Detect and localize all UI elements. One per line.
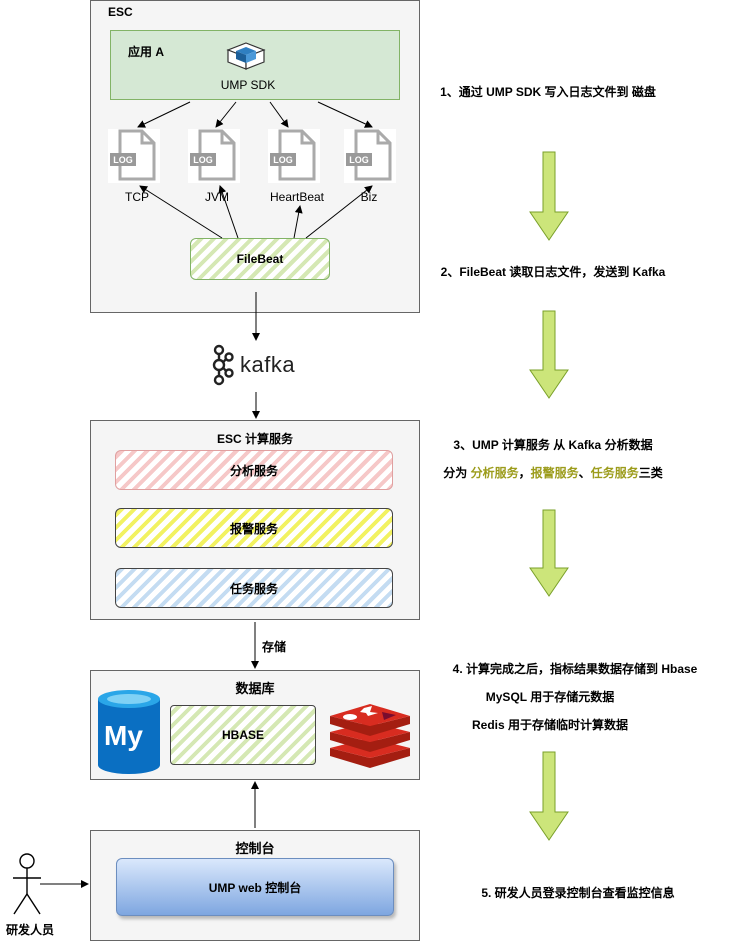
compute-title: ESC 计算服务 (216, 432, 293, 446)
database-title: 数据库 (235, 681, 275, 696)
ump-web-console-button[interactable]: UMP web 控制台 (116, 858, 394, 916)
filebeat-box: FileBeat (190, 238, 330, 280)
step-4-redis-text: Redis 用于存储临时计算数据 (471, 718, 628, 732)
flow-arrow-down-icon (529, 310, 569, 399)
log-label-tcp: TCP (125, 190, 149, 204)
mysql-logo-text: My (104, 720, 143, 751)
step-4-mysql-text: MySQL 用于存储元数据 (485, 690, 615, 704)
log-badge: LOG (113, 155, 133, 165)
mysql-db-icon (98, 690, 160, 774)
log-file-icon-jvm: LOG (188, 129, 240, 183)
step-4-text: 4. 计算完成之后，指标结果数据存储到 Hbase (452, 662, 698, 676)
step-3-highlight-analysis: 分析服务 (470, 466, 519, 480)
step-3-prefix: 分为 (443, 466, 471, 480)
step-2-text: 2、FileBeat 读取日志文件，发送到 Kafka (440, 265, 666, 279)
log-file-icon-tcp: LOG (108, 129, 160, 183)
kafka-wordmark: kafka (240, 352, 296, 377)
step-3-highlight-task: 任务服务 (590, 466, 639, 480)
console-title: 控制台 (235, 841, 275, 856)
log-label-biz: Biz (360, 190, 378, 204)
sdk-label: UMP SDK (220, 78, 276, 92)
step-5-text: 5. 研发人员登录控制台查看监控信息 (481, 886, 675, 900)
step-3-sep-1: ， (518, 466, 531, 480)
developer-actor-label: 研发人员 (5, 923, 54, 937)
log-badge: LOG (273, 155, 293, 165)
storage-label: 存储 (262, 640, 287, 654)
step-3-detail: 分为 分析服务，报警服务、任务服务三类 (418, 464, 688, 481)
app-a-title: 应用 A (128, 45, 165, 59)
sdk-cube-icon (226, 42, 266, 70)
alarm-service-box: 报警服务 (115, 508, 393, 548)
analysis-service-box: 分析服务 (115, 450, 393, 490)
step-3-sep-2: 、 (578, 466, 591, 480)
step-3-suffix: 三类 (638, 466, 663, 480)
log-label-heartbeat: HeartBeat (269, 190, 325, 204)
flow-arrow-down-icon (529, 509, 569, 597)
hbase-box: HBASE (170, 705, 316, 765)
step-3-highlight-alarm: 报警服务 (530, 466, 579, 480)
log-file-icon-heartbeat: LOG (268, 129, 320, 183)
flow-arrow-down-icon (529, 751, 569, 841)
esc-title: ESC (108, 5, 133, 19)
log-badge: LOG (349, 155, 369, 165)
kafka-logo-icon (212, 344, 234, 386)
log-badge: LOG (193, 155, 213, 165)
redis-icon (330, 704, 410, 768)
app-a-box (110, 30, 400, 100)
task-service-box: 任务服务 (115, 568, 393, 608)
log-file-icon-biz: LOG (344, 129, 396, 183)
flow-arrow-down-icon (529, 151, 569, 241)
developer-actor-icon (13, 853, 41, 915)
step-3-text: 3、UMP 计算服务 从 Kafka 分析数据 (453, 438, 653, 452)
step-1-text: 1、通过 UMP SDK 写入日志文件到 磁盘 (440, 85, 656, 99)
